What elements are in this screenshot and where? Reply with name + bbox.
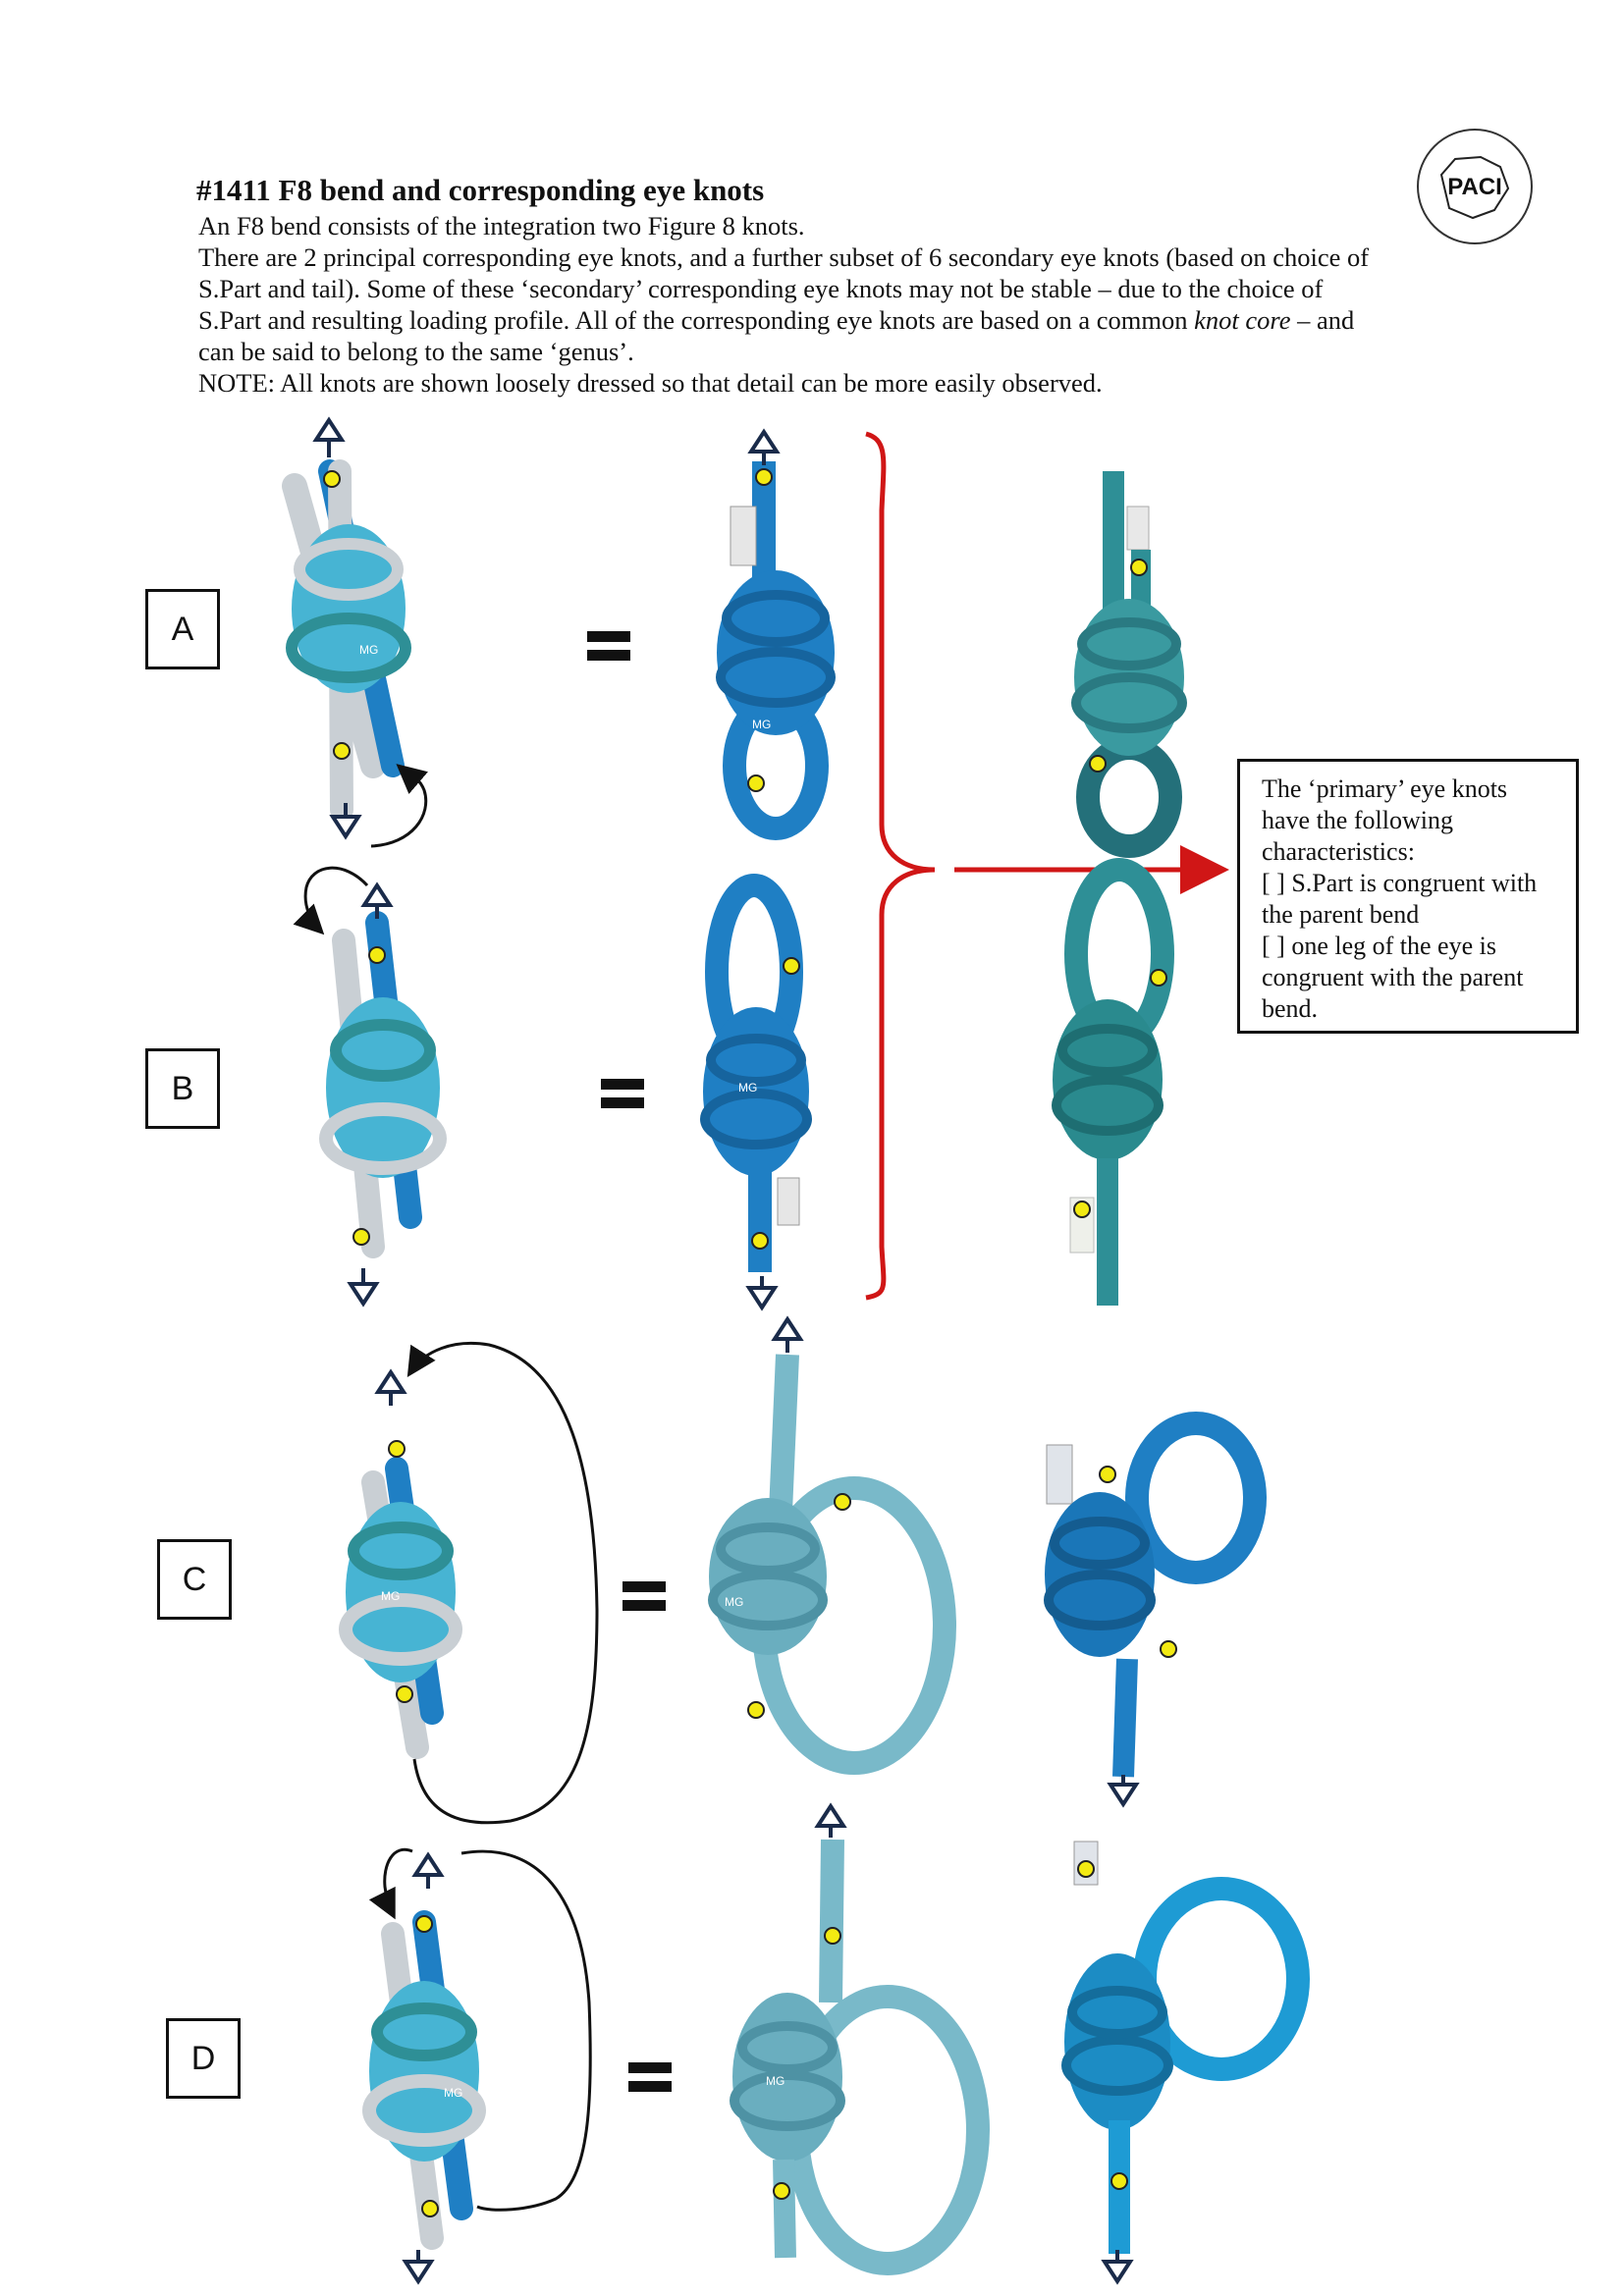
marker (368, 946, 386, 964)
row-label-a: A (145, 589, 220, 669)
arrow-down (329, 815, 362, 840)
arrow-up (374, 1368, 407, 1394)
rope-mark: MG (359, 643, 378, 657)
marker (1073, 1201, 1091, 1218)
arrow-up (312, 416, 346, 442)
marker (834, 1493, 851, 1511)
row-label-b: B (145, 1048, 220, 1129)
rope-mark: MG (725, 1595, 743, 1609)
paci-logo: PACI (1417, 129, 1533, 244)
row-c-bend: MG (339, 1341, 599, 1825)
row-b-reference-knot (1052, 858, 1174, 1306)
row-c-reference-knot (1044, 1412, 1267, 1808)
rope-mark: MG (381, 1589, 400, 1603)
marker (1110, 2172, 1128, 2190)
row-a-bend: MG (282, 416, 428, 848)
arrow-down (347, 1282, 380, 1308)
rope-mark: MG (444, 2086, 462, 2100)
intro-line-5: can be said to belong to the same ‘genus… (198, 337, 634, 366)
note-line: characteristics: (1262, 837, 1415, 866)
note-line: the parent bend (1262, 900, 1420, 929)
intro-line-2: There are 2 principal corresponding eye … (198, 242, 1370, 272)
row-label-d: D (166, 2018, 241, 2099)
equals-sign-d (628, 2062, 672, 2092)
arrow-down (1101, 2260, 1134, 2285)
marker (747, 1701, 765, 1719)
equals-sign-b (601, 1079, 644, 1108)
curved-arrow (293, 866, 369, 935)
intro-line-3: S.Part and tail). Some of these ‘seconda… (198, 274, 1324, 303)
knot-core (369, 1981, 479, 2162)
marker (352, 1228, 370, 1246)
row-label-c: C (157, 1539, 232, 1620)
row-d-reference-knot (1061, 1841, 1310, 2285)
curved-arrow (370, 764, 428, 848)
marker (1099, 1466, 1116, 1483)
note-line: bend. (1262, 994, 1319, 1023)
marker (783, 957, 800, 975)
rope-mark: MG (766, 2074, 785, 2088)
marker (323, 470, 341, 488)
marker (421, 2200, 439, 2217)
marker (1130, 559, 1148, 576)
marker (751, 1232, 769, 1250)
row-d-eye-knot: MG (730, 1802, 990, 2275)
logo-text: PACI (1447, 174, 1502, 200)
intro-line-1: An F8 bend consists of the integration t… (198, 211, 805, 240)
intro-line-6: NOTE: All knots are shown loosely dresse… (198, 368, 1103, 398)
note-line: [ ] S.Part is congruent with (1262, 869, 1538, 897)
row-a-eye-knot: MG (716, 428, 836, 840)
curved-arrow (406, 1341, 599, 1825)
row-c-eye-knot: MG (708, 1315, 956, 1775)
curved-arrow (368, 1847, 413, 1920)
row-b-eye-knot: MG (700, 874, 812, 1311)
arrow-up (747, 428, 781, 454)
row-a-reference-knot (1071, 471, 1187, 858)
red-bracket (865, 431, 936, 1301)
eye-loop (1125, 1412, 1267, 1584)
arrow-up (814, 1802, 847, 1828)
rope-mark: MG (738, 1081, 757, 1095)
marker (747, 774, 765, 792)
equals-sign-a (587, 631, 630, 661)
marker (824, 1927, 841, 1945)
rope-mark: MG (752, 718, 771, 731)
equals-sign-c (623, 1581, 666, 1611)
marker (1077, 1860, 1095, 1878)
row-b-bend (293, 866, 447, 1308)
note-line: The ‘primary’ eye knots (1262, 774, 1508, 803)
row-d-bend: MG (362, 1847, 592, 2285)
curved-arrow (460, 1849, 592, 2212)
marker (388, 1440, 406, 1458)
marker (773, 2182, 790, 2200)
marker (333, 742, 351, 760)
marker (1089, 755, 1107, 773)
marker (1160, 1640, 1177, 1658)
arrow-down (402, 2260, 435, 2285)
marker (396, 1685, 413, 1703)
knot-core (326, 997, 440, 1178)
arrow-up (360, 881, 394, 907)
arrow-down (745, 1286, 779, 1311)
marker (1150, 969, 1167, 987)
arrow-up (411, 1851, 445, 1877)
arrow-down (1107, 1783, 1140, 1808)
primary-eye-knots-note: The ‘primary’ eye knots have the followi… (1237, 759, 1579, 1034)
knot-core (346, 1502, 456, 1682)
note-line: congruent with the parent (1262, 963, 1524, 991)
arrow-up (771, 1315, 804, 1341)
document-title: #1411 F8 bend and corresponding eye knot… (196, 173, 765, 207)
marker (755, 468, 773, 486)
rope-tag (730, 506, 757, 566)
note-line: have the following (1262, 806, 1453, 834)
note-line: [ ] one leg of the eye is (1262, 932, 1496, 960)
marker (415, 1915, 433, 1933)
knot-core (292, 524, 406, 693)
intro-line-4: S.Part and resulting loading profile. Al… (198, 305, 1355, 335)
